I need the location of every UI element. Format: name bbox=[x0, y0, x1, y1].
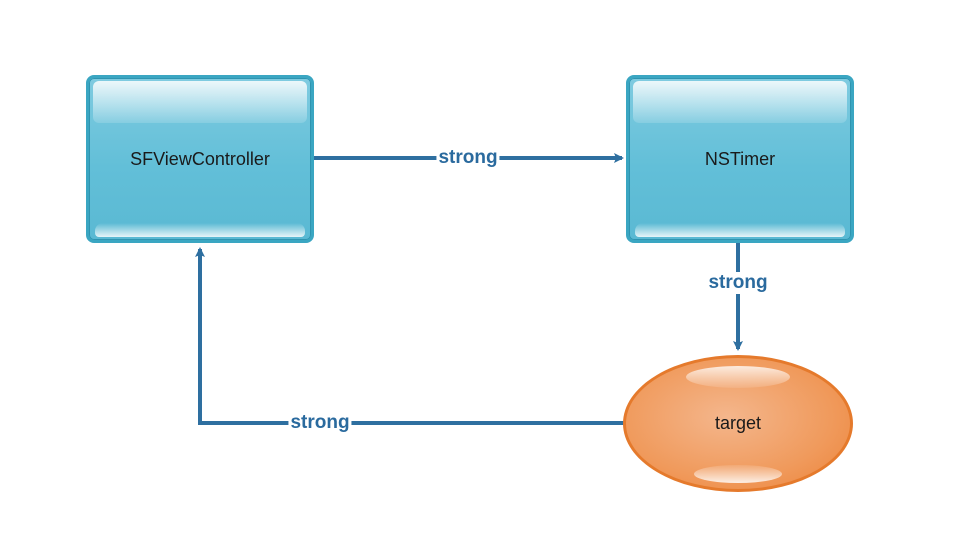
node-target: target bbox=[623, 355, 853, 492]
gloss-highlight bbox=[93, 81, 307, 123]
edge-label-target-to-sfviewcontroller: strong bbox=[288, 412, 352, 434]
node-label: SFViewController bbox=[130, 148, 270, 169]
gloss-highlight bbox=[633, 81, 847, 123]
gloss-highlight bbox=[635, 223, 845, 237]
node-label: NSTimer bbox=[704, 148, 776, 169]
edge-label-sfviewcontroller-to-nstimer: strong bbox=[436, 147, 500, 169]
edge-target-to-sfviewcontroller bbox=[195, 247, 624, 425]
gloss-highlight bbox=[95, 223, 305, 237]
node-sfviewcontroller: SFViewController bbox=[86, 75, 314, 243]
gloss-highlight bbox=[686, 366, 790, 388]
node-label: target bbox=[714, 413, 762, 433]
gloss-highlight bbox=[694, 465, 782, 483]
node-nstimer: NSTimer bbox=[626, 75, 854, 243]
edge-label-nstimer-to-target: strong bbox=[706, 272, 770, 294]
